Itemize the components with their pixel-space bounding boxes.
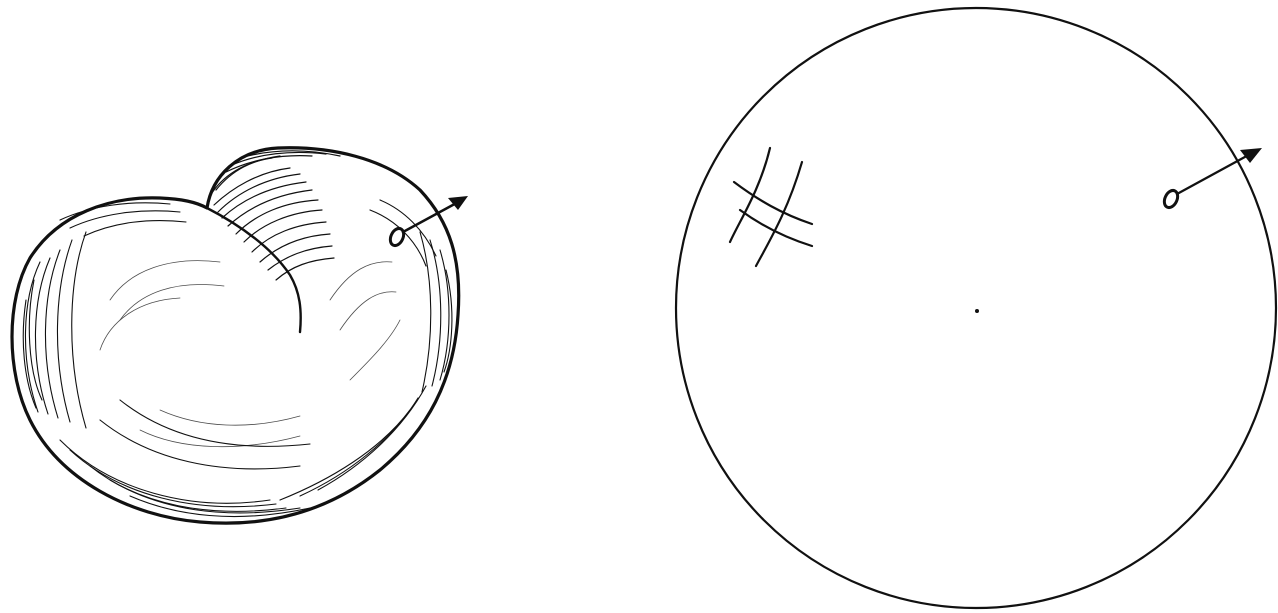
kidney-notch <box>207 208 301 332</box>
arrow-head-icon <box>1240 148 1262 163</box>
arrow-shaft <box>1177 152 1254 194</box>
arrow-head-icon <box>448 196 468 210</box>
crease-shading <box>210 151 340 280</box>
arrow-tail-ring <box>1162 188 1180 209</box>
body-arrow-marker <box>388 196 468 248</box>
sphere <box>676 8 1276 608</box>
kidney-shaped-body <box>12 148 468 523</box>
bottom-rim-shading <box>60 386 426 517</box>
hatch-mark <box>730 148 812 266</box>
arrow-tail-ring <box>388 226 406 247</box>
interior-contours <box>100 261 400 447</box>
kidney-outline <box>12 148 459 523</box>
sphere-outline <box>676 8 1276 608</box>
center-dot <box>975 309 979 313</box>
